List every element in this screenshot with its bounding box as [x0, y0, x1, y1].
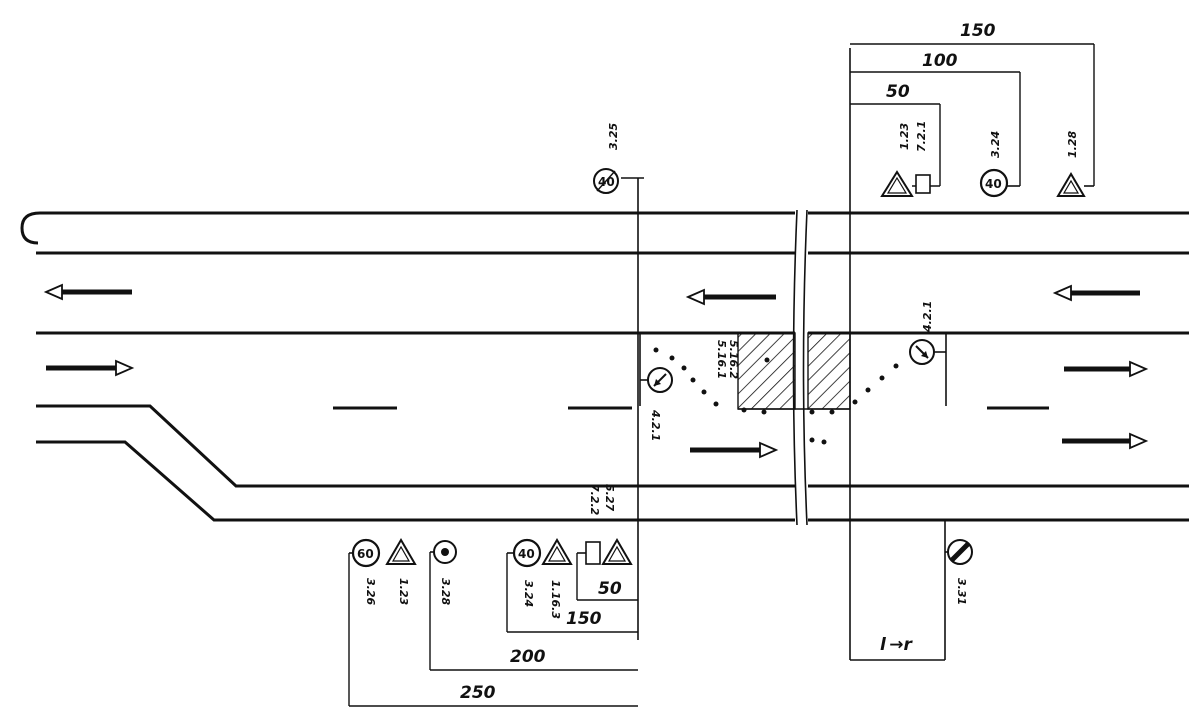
lane-arrows — [43, 283, 1149, 459]
road-top-edge-left — [20, 211, 795, 245]
code-3-31-bottom: 3.31 — [955, 578, 968, 605]
taper-lane-inner — [36, 404, 795, 488]
work-zone — [737, 332, 851, 410]
code-5-27: 5.27 — [603, 484, 616, 511]
code-3-24-top: 3.24 — [989, 131, 1002, 158]
taper-lane-outer — [36, 440, 795, 522]
code-3-25: 3.25 — [607, 123, 620, 150]
arrow-left-icon — [1052, 284, 1140, 302]
info-plate-icon — [585, 541, 601, 565]
speed-limit-end-sign-icon: 40 — [593, 168, 644, 194]
dim-150-top: 150 — [960, 21, 996, 41]
arrow-right-icon — [1062, 432, 1149, 450]
code-7-2-1-top: 7.2.1 — [915, 121, 928, 152]
code-1-16-3-bottom: 1.16.3 — [549, 580, 562, 619]
warning-children-sign-icon — [880, 170, 940, 197]
dim-50-bottom: 50 — [598, 579, 622, 599]
dim-l-r: l →r — [880, 635, 913, 655]
speed-limit-sign-icon: 40 — [512, 538, 542, 568]
code-1-28-top: 1.28 — [1066, 131, 1079, 158]
info-plate-icon — [915, 174, 931, 194]
road-edges — [20, 209, 1189, 526]
code-4-2-1-left: 4.2.1 — [649, 409, 662, 441]
break-mark-right — [802, 209, 808, 526]
sign-value: 60 — [357, 547, 374, 561]
arrow-right-icon — [1064, 360, 1149, 378]
sign-value: 40 — [518, 547, 535, 561]
warning-roadworks-sign-icon — [601, 538, 633, 565]
warning-narrowing-sign-icon — [541, 538, 573, 565]
warning-children-sign-icon — [385, 538, 417, 565]
dim-200-bottom: 200 — [510, 647, 546, 667]
bottom-signs: 60 1.23 3.26 3.28 40 3.24 1.16.3 — [349, 538, 973, 619]
sign-value: 40 — [985, 177, 1002, 191]
reference-lines — [637, 48, 947, 660]
code-3-26-bottom: 3.26 — [364, 578, 377, 605]
keep-right-sign-icon — [909, 339, 946, 365]
dim-50-top: 50 — [886, 82, 910, 102]
end-restrictions-sign-icon — [945, 539, 973, 565]
code-7-2-2: 7.2.2 — [588, 484, 601, 516]
code-5-16-2: 5.16.2 — [727, 340, 740, 379]
code-5-16-1: 5.16.1 — [715, 340, 728, 379]
top-signs: 40 3.25 1.23 7.2.1 40 3.24 1.28 — [593, 121, 1094, 198]
crossing-signs: 4.2.1 4.2.1 5.16.1 5.16.2 — [640, 301, 946, 441]
dim-250-bottom: 250 — [460, 683, 496, 703]
work-zone-hatch-left — [737, 332, 796, 410]
arrow-left-icon — [43, 283, 132, 301]
arrow-right-icon — [690, 441, 779, 459]
code-1-23-bottom: 1.23 — [397, 578, 410, 605]
dim-100-top: 100 — [922, 51, 958, 71]
code-4-2-1-right: 4.2.1 — [921, 301, 934, 333]
keep-left-sign-icon — [640, 367, 673, 393]
arrow-right-icon — [46, 359, 135, 377]
fence-dots — [653, 347, 899, 445]
code-3-24-bottom: 3.24 — [522, 580, 535, 607]
speed-limit-sign-icon: 60 — [351, 538, 381, 568]
top-dimensions: 150 100 50 — [850, 21, 1095, 186]
bottom-dimensions: 50 150 200 250 l →r — [348, 552, 945, 707]
arrow-left-icon — [685, 288, 776, 306]
code-1-23-top: 1.23 — [898, 123, 911, 150]
speed-limit-sign-icon: 40 — [979, 168, 1020, 198]
warning-roadworks-sign-icon — [1056, 172, 1094, 197]
code-3-28-bottom: 3.28 — [439, 578, 452, 605]
no-stopping-sign-icon — [430, 540, 457, 564]
work-zone-hatch-right — [807, 332, 851, 410]
dim-150-bottom: 150 — [566, 609, 602, 629]
